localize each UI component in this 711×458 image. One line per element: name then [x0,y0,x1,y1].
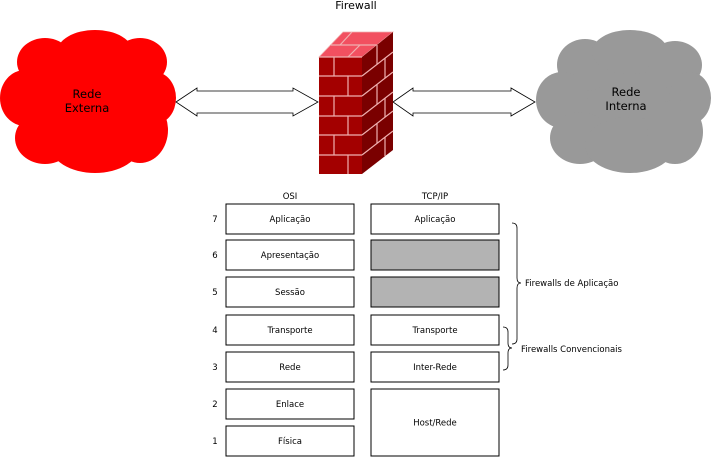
osi-layer-label: Apresentação [261,251,319,261]
osi-layer-label: Rede [279,363,300,373]
external-network-label-line2: Externa [65,101,110,115]
application-firewall-label: Firewalls de Aplicação [525,279,618,289]
tcpip-empty-layer-box [371,277,499,307]
layer-number: 2 [212,400,217,410]
layer-number: 4 [212,326,217,336]
conventional-firewall-label: Firewalls Convencionais [521,345,623,355]
osi-header: OSI [283,192,298,202]
layer-number: 6 [212,251,217,261]
layer-number: 1 [212,437,217,447]
external-network-label-line1: Rede [73,87,102,101]
osi-layer-label: Física [278,437,302,447]
double-arrow-firewall-internal [393,88,535,116]
tcpip-layer-label: Inter-Rede [413,363,457,373]
layer-number: 3 [212,363,217,373]
application-firewall-brace [512,223,521,344]
tcpip-empty-layer-box [371,240,499,270]
double-arrow-external-firewall [176,88,318,116]
layer-table: 7 Aplicação Aplicação 6 Apresentação 5 Sessão 4… [212,204,499,456]
diagram-title: Firewall [335,0,376,12]
tcpip-layer-label: Transporte [411,326,457,336]
tcpip-host-network-label: Host/Rede [413,419,457,429]
tcpip-layer-label: Aplicação [415,215,456,225]
osi-layer-label: Aplicação [270,215,311,225]
osi-layer-label: Enlace [276,400,304,410]
external-network-cloud: Rede Externa [0,30,176,173]
internal-network-label-line1: Rede [612,85,641,99]
osi-layer-label: Sessão [275,288,305,298]
internal-network-label-line2: Interna [605,99,646,113]
osi-layer-label: Transporte [266,326,312,336]
internal-network-cloud: Rede Interna [536,30,711,173]
conventional-firewall-brace [503,327,512,370]
layer-number: 7 [212,215,217,225]
tcpip-header: TCP/IP [421,192,448,202]
firewall-brick-wall-icon [319,32,393,174]
layer-number: 5 [212,288,217,298]
